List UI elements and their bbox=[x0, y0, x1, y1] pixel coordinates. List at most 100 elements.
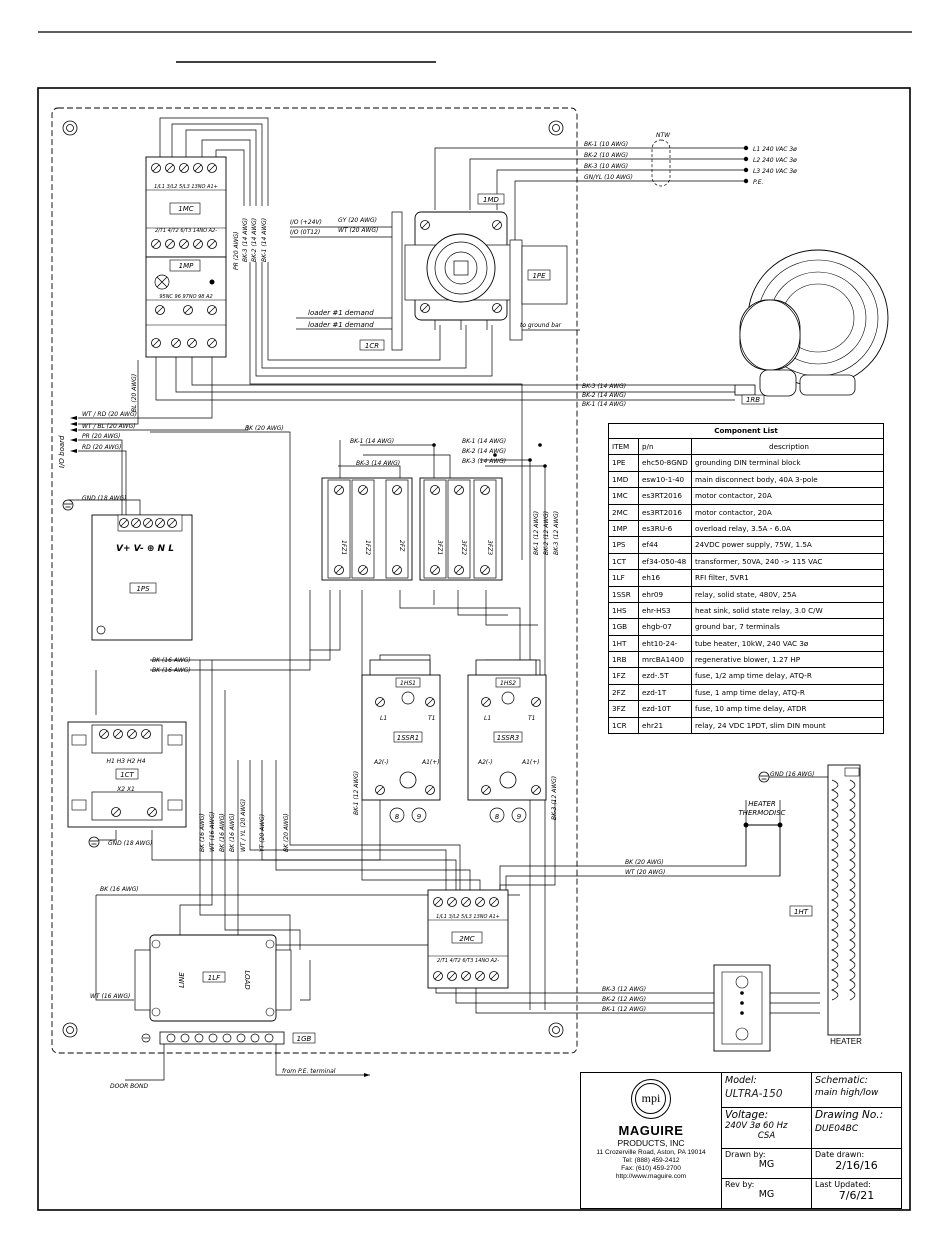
fuse-3fz1: 3FZ1 bbox=[436, 540, 443, 555]
io-wire-1: WT / RD (20 AWG) bbox=[82, 411, 137, 418]
company-name-2: PRODUCTS, INC bbox=[617, 1138, 685, 1148]
component-list-cell: transformer, 50VA, 240 -> 115 VAC bbox=[695, 556, 823, 566]
voltage-value: 240V 3ø 60 Hz bbox=[725, 1121, 788, 1131]
component-list-cell: es3RT2016 bbox=[639, 488, 692, 504]
supply-label-1: L1 240 VAC 3ø bbox=[753, 146, 797, 153]
component-list-cell: 2FZ bbox=[609, 684, 639, 701]
component-list-cell: ehc50-8GND bbox=[639, 455, 692, 471]
voltage-value-2: CSA bbox=[757, 1131, 776, 1141]
thermo-wire-1: BK (20 AWG) bbox=[625, 859, 664, 866]
component-list-cell: ef34-050-48 bbox=[639, 553, 692, 570]
gnd18-ps: GND (18 AWG) bbox=[82, 495, 126, 502]
supply-wire-4: GN/YL (10 AWG) bbox=[584, 174, 633, 181]
ssr1-t1: T1 bbox=[428, 715, 435, 722]
component-list-cell: 1PS bbox=[609, 537, 639, 553]
2mc-top-terms: 1/L1 3/L2 5/L3 13NO A1+ bbox=[436, 914, 500, 920]
vwire-bk3: BK-3 (14 AWG) bbox=[242, 218, 249, 262]
fuse-3fz3: 3FZ3 bbox=[486, 540, 493, 555]
component-list-cell: ezd-.5T bbox=[639, 668, 692, 684]
component-list-cell: 1RB bbox=[609, 652, 639, 668]
component-list-cell: 1HT bbox=[609, 635, 639, 652]
component-list-cell: motor contactor, 20A bbox=[695, 507, 772, 517]
component-list-cell: ehr-HS3 bbox=[639, 602, 692, 619]
heater-wire-3: BK-1 (12 AWG) bbox=[602, 1006, 646, 1013]
1mp-label: 1MP bbox=[179, 262, 194, 270]
fuse-2fz: 2FZ bbox=[398, 540, 405, 552]
vwire-pr: PR (20 AWG) bbox=[233, 232, 240, 271]
supply-wire-3: BK-3 (10 AWG) bbox=[584, 163, 628, 170]
component-list-cell: ehr21 bbox=[639, 717, 692, 734]
1ps-terms: V+ V- ⊕ N L bbox=[116, 544, 174, 554]
1ps-label: 1PS bbox=[136, 585, 150, 593]
ntw-label: NTW bbox=[656, 132, 671, 139]
2mc-label: 2MC bbox=[459, 935, 474, 943]
ground-symbol-ps bbox=[62, 499, 74, 511]
component-list-header-cell: p/n bbox=[639, 439, 692, 455]
vwire-bk2: BK-2 (14 AWG) bbox=[251, 218, 258, 262]
thermodisc-switch bbox=[743, 822, 783, 876]
blower-wire-3: BK-1 (14 AWG) bbox=[582, 401, 626, 408]
bl20-label: BL (20 AWG) bbox=[131, 374, 138, 412]
thermodisc-label-2: THERMODISC bbox=[738, 809, 785, 817]
vwire-l4: BK (16 AWG) bbox=[229, 813, 236, 852]
heater-wire-1: BK-3 (12 AWG) bbox=[602, 986, 646, 993]
component-list-cell: main disconnect body, 40A 3-pole bbox=[695, 474, 818, 484]
ssr3-a1: A1(+) bbox=[521, 759, 540, 766]
component-list-cell: ehr09 bbox=[639, 586, 692, 602]
contactor-2mc bbox=[427, 889, 509, 989]
overload-1mp bbox=[145, 256, 227, 358]
company-fax: Fax: (610) 459-2700 bbox=[621, 1165, 681, 1172]
component-list-cell: 1HS bbox=[609, 602, 639, 619]
component-list-cell: relay, solid state, 480V, 25A bbox=[695, 589, 797, 599]
component-list-cell: 1CT bbox=[609, 553, 639, 570]
component-list-cell: ef44 bbox=[639, 537, 692, 553]
ssr3-num-9: 9 bbox=[517, 813, 522, 821]
1mc-bottom-terms: 2/T1 4/T2 6/T3 14NO A2- bbox=[155, 228, 217, 234]
io-input-2: I/O (0T12) bbox=[290, 229, 320, 236]
ssr-wire-bk3: BK-3 (12 AWG) bbox=[551, 776, 558, 820]
component-list-cell: heat sink, solid state relay, 3.0 C/W bbox=[695, 605, 823, 615]
junction-dots bbox=[432, 443, 547, 468]
1mc-label: 1MC bbox=[178, 205, 193, 213]
1pe-label: 1PE bbox=[532, 272, 546, 280]
fuse-wire-4: BK-3 (14 AWG) bbox=[462, 458, 506, 465]
1ct-top-terms: H1 H3 H2 H4 bbox=[106, 758, 145, 765]
component-list-title: Component List bbox=[609, 424, 883, 439]
component-list-cell: 1MC bbox=[609, 488, 639, 504]
1lf-load: LOAD bbox=[243, 970, 251, 990]
fuse-wire-2: BK-1 (14 AWG) bbox=[462, 438, 506, 445]
disconnect-1md bbox=[391, 211, 568, 351]
model-label: Model: bbox=[725, 1075, 757, 1086]
ssr3-t1: T1 bbox=[528, 715, 535, 722]
last-updated-value: 7/6/21 bbox=[838, 1189, 875, 1202]
bk16-1: BK (16 AWG) bbox=[152, 657, 191, 664]
component-list-cell: eht10-24- bbox=[639, 635, 692, 652]
1cr-label: 1CR bbox=[365, 342, 379, 350]
component-list-cell: fuse, 10 amp time delay, ATDR bbox=[695, 704, 807, 714]
blower-1rb bbox=[734, 249, 889, 397]
io-wire-4: RD (20 AWG) bbox=[82, 444, 122, 451]
heater-junction-box bbox=[713, 964, 771, 1052]
1ssr3-label: 1SSR3 bbox=[497, 734, 519, 742]
logo: mpi bbox=[631, 1079, 671, 1119]
wire-network bbox=[68, 117, 820, 1081]
ssr-wire-bk1: BK-1 (12 AWG) bbox=[353, 771, 360, 815]
drawing-frame bbox=[37, 87, 911, 1211]
wt16-lf: WT (16 AWG) bbox=[90, 993, 130, 1000]
vwire-l5: WT / YL (20 AWG) bbox=[240, 799, 247, 852]
ssr1-num-8: 8 bbox=[395, 813, 400, 821]
heater-wire-2: BK-2 (12 AWG) bbox=[602, 996, 646, 1003]
ssr3-l1: L1 bbox=[484, 715, 491, 722]
pe-arrow bbox=[364, 1073, 370, 1077]
io-board-arrows bbox=[70, 416, 77, 453]
supply-wire-2: BK-2 (10 AWG) bbox=[584, 152, 628, 159]
